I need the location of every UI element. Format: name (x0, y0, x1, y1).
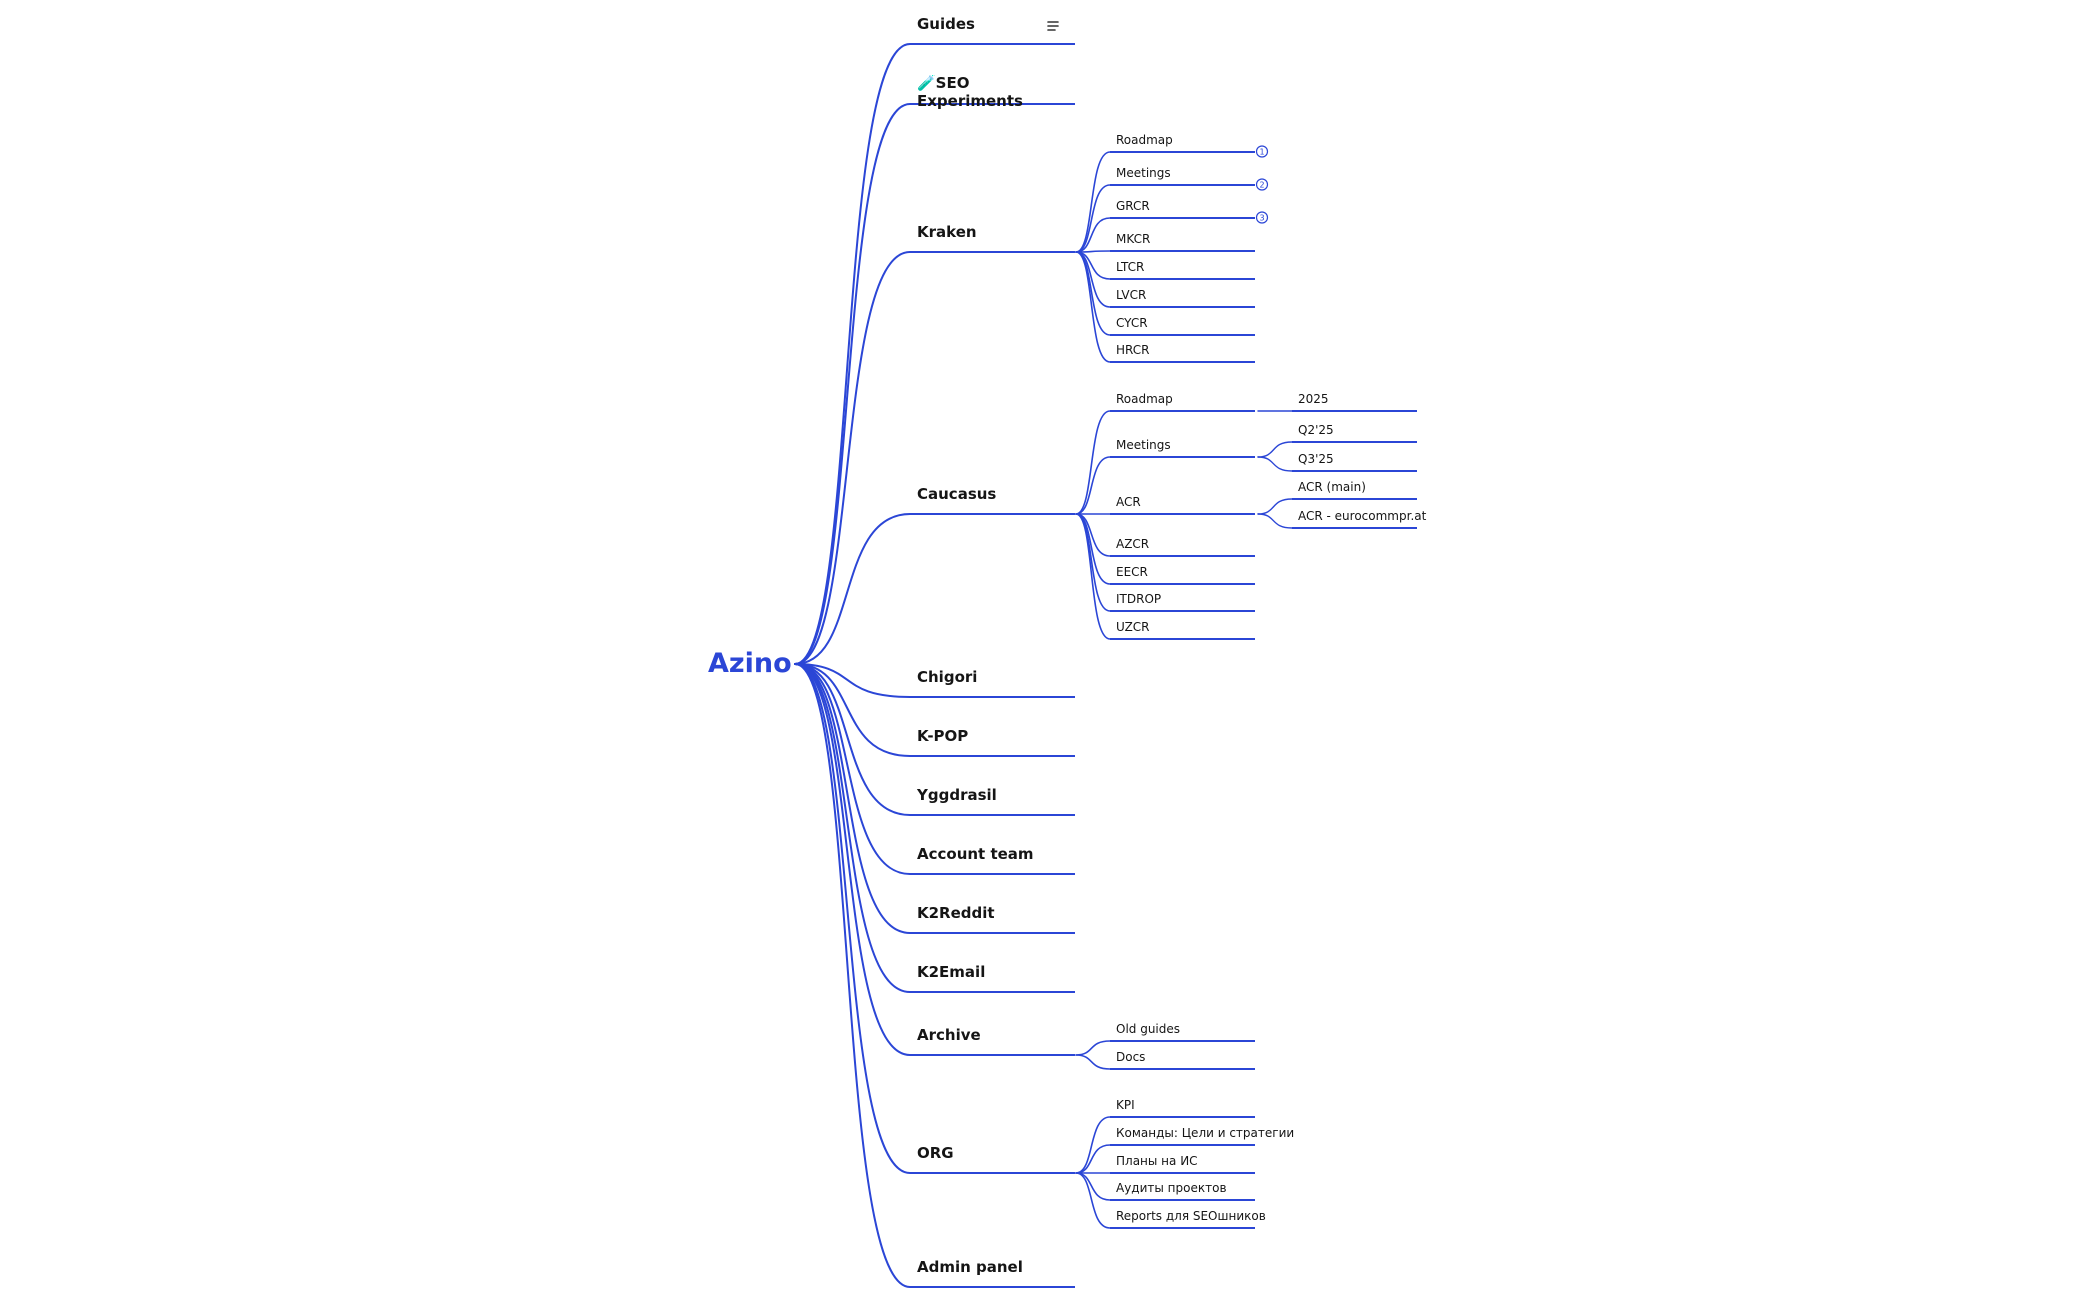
connector-line (1075, 251, 1111, 363)
connector-line (1075, 217, 1111, 253)
leaf-node-2025[interactable]: 2025 (1298, 392, 1329, 406)
sub-node-itdrop[interactable]: ITDROP (1116, 592, 1161, 606)
sub-node-old-guides[interactable]: Old guides (1116, 1022, 1180, 1036)
leaf-node-q3-25[interactable]: Q3'25 (1298, 452, 1334, 466)
connector-line (794, 663, 911, 698)
connector-line (1075, 1144, 1111, 1174)
svg-text:1: 1 (1259, 148, 1264, 157)
connector-line (1075, 184, 1111, 253)
connector-line (1075, 1172, 1111, 1229)
notes-icon[interactable] (1047, 21, 1059, 31)
badge-number-icon: 3 (1255, 211, 1269, 224)
sub-node-meetings[interactable]: Meetings (1116, 166, 1171, 180)
svg-text:3: 3 (1259, 214, 1264, 223)
leaf-node-q2-25[interactable]: Q2'25 (1298, 423, 1334, 437)
connector-line (1257, 513, 1293, 529)
connector-line (1075, 456, 1111, 515)
connector-line (794, 663, 911, 816)
connector-line (1257, 498, 1293, 515)
badge-number-icon: 1 (1255, 145, 1269, 158)
connector-line (794, 663, 911, 875)
leaf-node-acr-main[interactable]: ACR (main) (1298, 480, 1366, 494)
sub-node-lvcr[interactable]: LVCR (1116, 288, 1146, 302)
branch-label: Account team (917, 845, 1034, 863)
sub-node-grcr[interactable]: GRCR (1116, 199, 1150, 213)
branch-label: Caucasus (917, 485, 996, 503)
connector-line (794, 663, 911, 757)
connector-line (794, 663, 911, 1288)
connector-line (1075, 151, 1111, 253)
connector-line (1257, 441, 1293, 458)
branch-label: K2Email (917, 963, 985, 981)
connector-line (794, 663, 911, 1174)
connector-line (1075, 1172, 1111, 1201)
sub-node-cycr[interactable]: CYCR (1116, 316, 1148, 330)
connector-line (1075, 513, 1111, 640)
connector-line (794, 103, 911, 665)
connector-line (1075, 513, 1111, 612)
branch-label: K2Reddit (917, 904, 995, 922)
sub-node-azcr[interactable]: AZCR (1116, 537, 1149, 551)
connector-line (1075, 513, 1111, 557)
sub-node-meetings[interactable]: Meetings (1116, 438, 1171, 452)
sub-node-eecr[interactable]: EECR (1116, 565, 1148, 579)
root-node-label[interactable]: Azino (708, 648, 792, 679)
sub-node-планы-на-ис[interactable]: Планы на ИС (1116, 1154, 1198, 1168)
connector-line (1075, 251, 1111, 336)
sub-node-roadmap[interactable]: Roadmap (1116, 392, 1173, 406)
leaf-node-acr-eurocommpr-at[interactable]: ACR - eurocommpr.at (1298, 509, 1427, 523)
connector-line (1075, 1054, 1111, 1070)
connector-line (794, 43, 911, 665)
branch-label: Chigori (917, 668, 977, 686)
connector-line (1257, 456, 1293, 472)
connector-line (794, 513, 911, 665)
sub-node-roadmap[interactable]: Roadmap (1116, 133, 1173, 147)
connector-line (794, 663, 911, 993)
connector-line (794, 251, 911, 665)
sub-node-docs[interactable]: Docs (1116, 1050, 1145, 1064)
svg-text:2: 2 (1259, 181, 1264, 190)
sub-node-kpi[interactable]: KPI (1116, 1098, 1135, 1112)
branch-label: ORG (917, 1144, 954, 1162)
sub-node-acr[interactable]: ACR (1116, 495, 1141, 509)
sub-node-uzcr[interactable]: UZCR (1116, 620, 1150, 634)
connector-line (794, 663, 911, 934)
sub-node-ltcr[interactable]: LTCR (1116, 260, 1144, 274)
branch-label: Kraken (917, 223, 977, 241)
sub-node-аудиты-проектов[interactable]: Аудиты проектов (1116, 1181, 1227, 1195)
sub-node-mkcr[interactable]: MKCR (1116, 232, 1150, 246)
connector-line (1075, 1040, 1111, 1056)
sub-node-hrcr[interactable]: HRCR (1116, 343, 1149, 357)
branch-label: K-POP (917, 727, 968, 745)
sub-node-reports-для-seoшников[interactable]: Reports для SEOшников (1116, 1209, 1266, 1223)
branch-label: Guides (917, 15, 975, 33)
sub-node-команды-цели-и-стратегии[interactable]: Команды: Цели и стратегии (1116, 1126, 1294, 1140)
connector-line (794, 663, 911, 1056)
connector-line (1075, 410, 1111, 515)
branch-label: Archive (917, 1026, 981, 1044)
connector-lines (794, 43, 1293, 1288)
branch-label: Yggdrasil (916, 786, 997, 804)
badge-number-icon: 2 (1255, 178, 1269, 191)
branch-label: Admin panel (917, 1258, 1023, 1276)
